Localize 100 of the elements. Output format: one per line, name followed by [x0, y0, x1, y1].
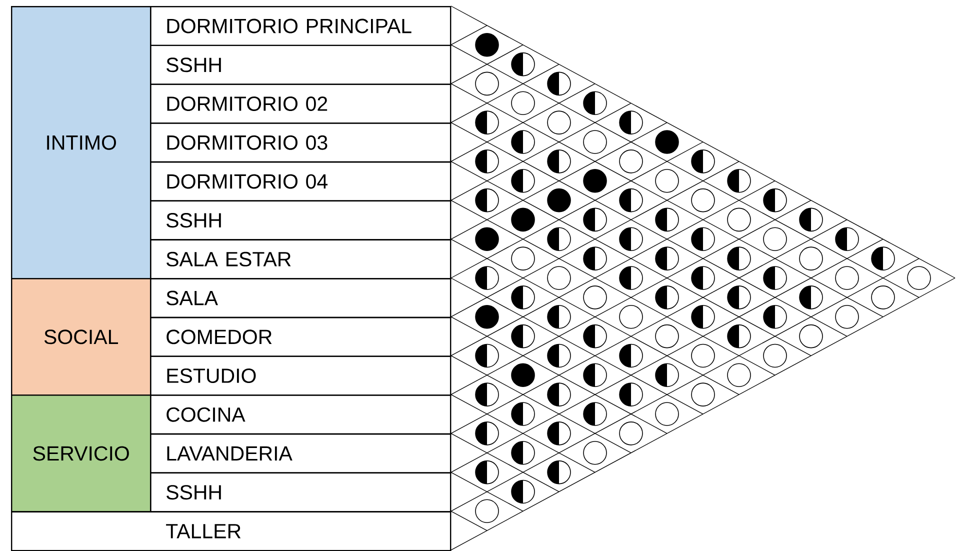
half-filled-circle [547, 227, 571, 252]
half-filled-circle [691, 150, 715, 174]
half-filled-circle [475, 188, 499, 212]
half-filled-circle [619, 227, 643, 252]
open-circle [583, 440, 607, 465]
half-filled-circle [583, 208, 607, 232]
room-cell: SALA [150, 278, 452, 318]
open-circle [691, 382, 715, 406]
open-circle [763, 344, 787, 368]
half-filled-circle [655, 208, 679, 232]
open-circle [475, 499, 499, 524]
half-filled-circle [583, 324, 607, 348]
open-circle [799, 246, 823, 270]
half-filled-circle [583, 363, 607, 388]
half-filled-circle [547, 344, 571, 368]
half-filled-circle [763, 304, 787, 329]
half-filled-circle [619, 344, 643, 368]
half-filled-circle [511, 480, 535, 504]
half-filled-circle [691, 266, 715, 290]
half-filled-circle [547, 150, 571, 174]
open-circle [691, 344, 715, 368]
half-filled-circle [727, 168, 751, 193]
filled-circle [475, 304, 499, 329]
half-filled-circle [547, 304, 571, 329]
open-circle [547, 110, 571, 134]
half-filled-circle [547, 460, 571, 484]
room-cell: SSHH [150, 472, 452, 512]
open-circle [619, 304, 643, 329]
open-circle [583, 286, 607, 310]
room-cell: SALA ESTAR [150, 239, 452, 280]
half-filled-circle [583, 91, 607, 116]
half-filled-circle [475, 150, 499, 174]
half-filled-circle [475, 110, 499, 134]
half-filled-circle [727, 286, 751, 310]
open-circle [511, 246, 535, 270]
room-cell: DORMITORIO PRINCIPAL [150, 6, 452, 46]
half-filled-circle [691, 227, 715, 252]
half-filled-circle [475, 382, 499, 406]
room-cell: TALLER [11, 511, 452, 551]
open-circle [655, 402, 679, 426]
room-cell: SSHH [150, 44, 452, 85]
half-filled-circle [655, 246, 679, 270]
room-cell: DORMITORIO 02 [150, 84, 452, 124]
open-circle [727, 208, 751, 232]
half-filled-circle [475, 266, 499, 290]
half-filled-circle [583, 246, 607, 270]
half-filled-circle [547, 72, 571, 96]
room-cell: COCINA [150, 394, 452, 435]
zone-cell: SERVICIO [11, 394, 152, 512]
open-circle [655, 324, 679, 348]
filled-circle [547, 188, 571, 212]
filled-circle [511, 363, 535, 388]
open-circle [763, 227, 787, 252]
half-filled-circle [511, 286, 535, 310]
half-filled-circle [655, 363, 679, 388]
filled-circle [475, 32, 499, 57]
room-cell: ESTUDIO [150, 356, 452, 396]
open-circle [835, 266, 859, 290]
filled-circle [511, 208, 535, 232]
half-filled-circle [727, 246, 751, 270]
half-filled-circle [511, 52, 535, 76]
half-filled-circle [655, 286, 679, 310]
room-cell: DORMITORIO 04 [150, 161, 452, 202]
open-circle [655, 168, 679, 193]
room-cell: SSHH [150, 200, 452, 240]
half-filled-circle [799, 208, 823, 232]
open-circle [727, 363, 751, 388]
half-filled-circle [835, 227, 859, 252]
zone-cell: SOCIAL [11, 278, 152, 396]
open-circle [547, 266, 571, 290]
half-filled-circle [871, 246, 895, 270]
half-filled-circle [691, 304, 715, 329]
open-circle [835, 304, 859, 329]
open-circle [799, 324, 823, 348]
open-circle [871, 286, 895, 310]
half-filled-circle [475, 460, 499, 484]
half-filled-circle [475, 422, 499, 446]
half-filled-circle [619, 266, 643, 290]
half-filled-circle [511, 168, 535, 193]
half-filled-circle [619, 382, 643, 406]
filled-circle [583, 168, 607, 193]
open-circle [619, 422, 643, 446]
half-filled-circle [511, 440, 535, 465]
open-circle [907, 266, 931, 290]
room-cell: COMEDOR [150, 316, 452, 357]
half-filled-circle [799, 286, 823, 310]
half-filled-circle [511, 402, 535, 426]
open-circle [691, 188, 715, 212]
open-circle [511, 91, 535, 116]
half-filled-circle [763, 266, 787, 290]
open-circle [583, 130, 607, 154]
half-filled-circle [727, 324, 751, 348]
half-filled-circle [547, 422, 571, 446]
half-filled-circle [763, 188, 787, 212]
half-filled-circle [511, 324, 535, 348]
room-cell: LAVANDERIA [150, 433, 452, 474]
half-filled-circle [583, 402, 607, 426]
half-filled-circle [619, 110, 643, 134]
half-filled-circle [547, 382, 571, 406]
filled-circle [655, 130, 679, 154]
